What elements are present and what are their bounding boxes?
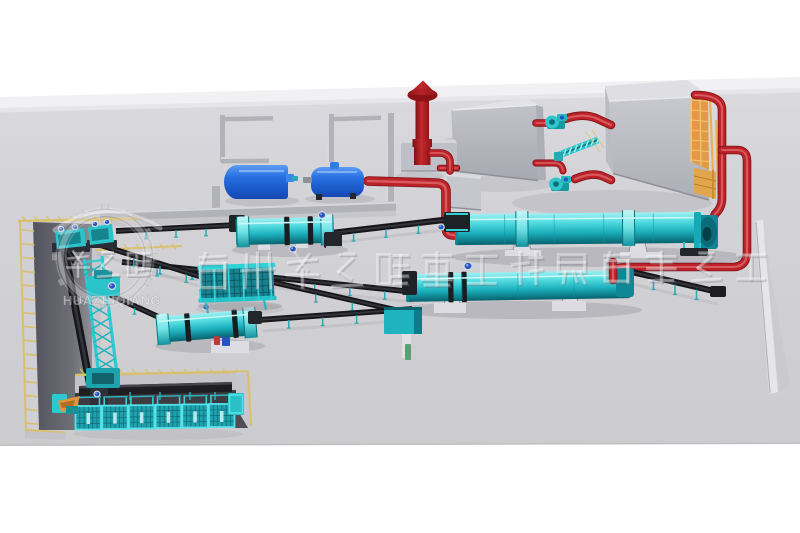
svg-text:HUAZHIQIANG: HUAZHIQIANG (63, 293, 161, 308)
